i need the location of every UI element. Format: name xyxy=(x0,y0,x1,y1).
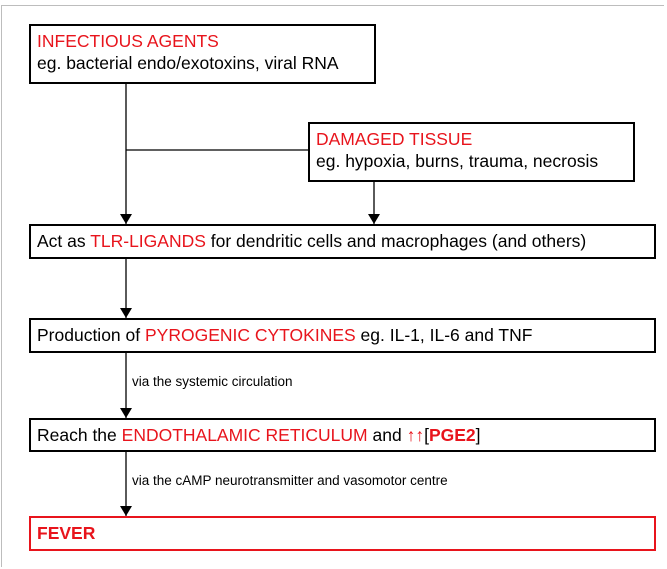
cytokines-suffix: eg. IL-1, IL-6 and TNF xyxy=(355,325,533,345)
fever-box: FEVER xyxy=(29,516,656,551)
increase-arrows-icon: ↑↑ xyxy=(406,425,425,445)
infectious-agents-examples: eg. bacterial endo/exotoxins, viral RNA xyxy=(37,53,339,73)
damaged-tissue-box: DAMAGED TISSUE eg. hypoxia, burns, traum… xyxy=(308,122,635,182)
damaged-tissue-heading: DAMAGED TISSUE xyxy=(316,129,473,149)
note-systemic-circulation: via the systemic circulation xyxy=(132,374,293,389)
reticulum-bracket-open: [ xyxy=(424,425,429,445)
cytokines-prefix: Production of xyxy=(37,325,145,345)
outer-frame xyxy=(1,5,664,567)
reticulum-middle: and xyxy=(367,425,407,445)
tlr-ligands-box: Act as TLR-LIGANDS for dendritic cells a… xyxy=(29,224,656,259)
pge2-label: PGE2 xyxy=(428,425,476,445)
reticulum-bracket-close: ] xyxy=(475,425,481,445)
damaged-tissue-examples: eg. hypoxia, burns, trauma, necrosis xyxy=(316,151,599,171)
cytokines-highlight: PYROGENIC CYTOKINES xyxy=(144,325,356,345)
tlr-suffix: for dendritic cells and macrophages (and… xyxy=(205,231,587,251)
tlr-highlight: TLR-LIGANDS xyxy=(90,231,206,251)
infectious-agents-box: INFECTIOUS AGENTS eg. bacterial endo/exo… xyxy=(29,24,376,84)
reticulum-highlight: ENDOTHALAMIC RETICULUM xyxy=(121,425,368,445)
reticulum-prefix: Reach the xyxy=(37,425,122,445)
note-camp-vasomotor: via the cAMP neurotransmitter and vasomo… xyxy=(132,473,448,488)
endothalamic-reticulum-box: Reach the ENDOTHALAMIC RETICULUM and ↑↑[… xyxy=(29,418,656,452)
tlr-prefix: Act as xyxy=(37,231,91,251)
pyrogenic-cytokines-box: Production of PYROGENIC CYTOKINES eg. IL… xyxy=(29,318,656,353)
fever-label: FEVER xyxy=(37,523,96,543)
infectious-agents-heading: INFECTIOUS AGENTS xyxy=(37,31,219,51)
